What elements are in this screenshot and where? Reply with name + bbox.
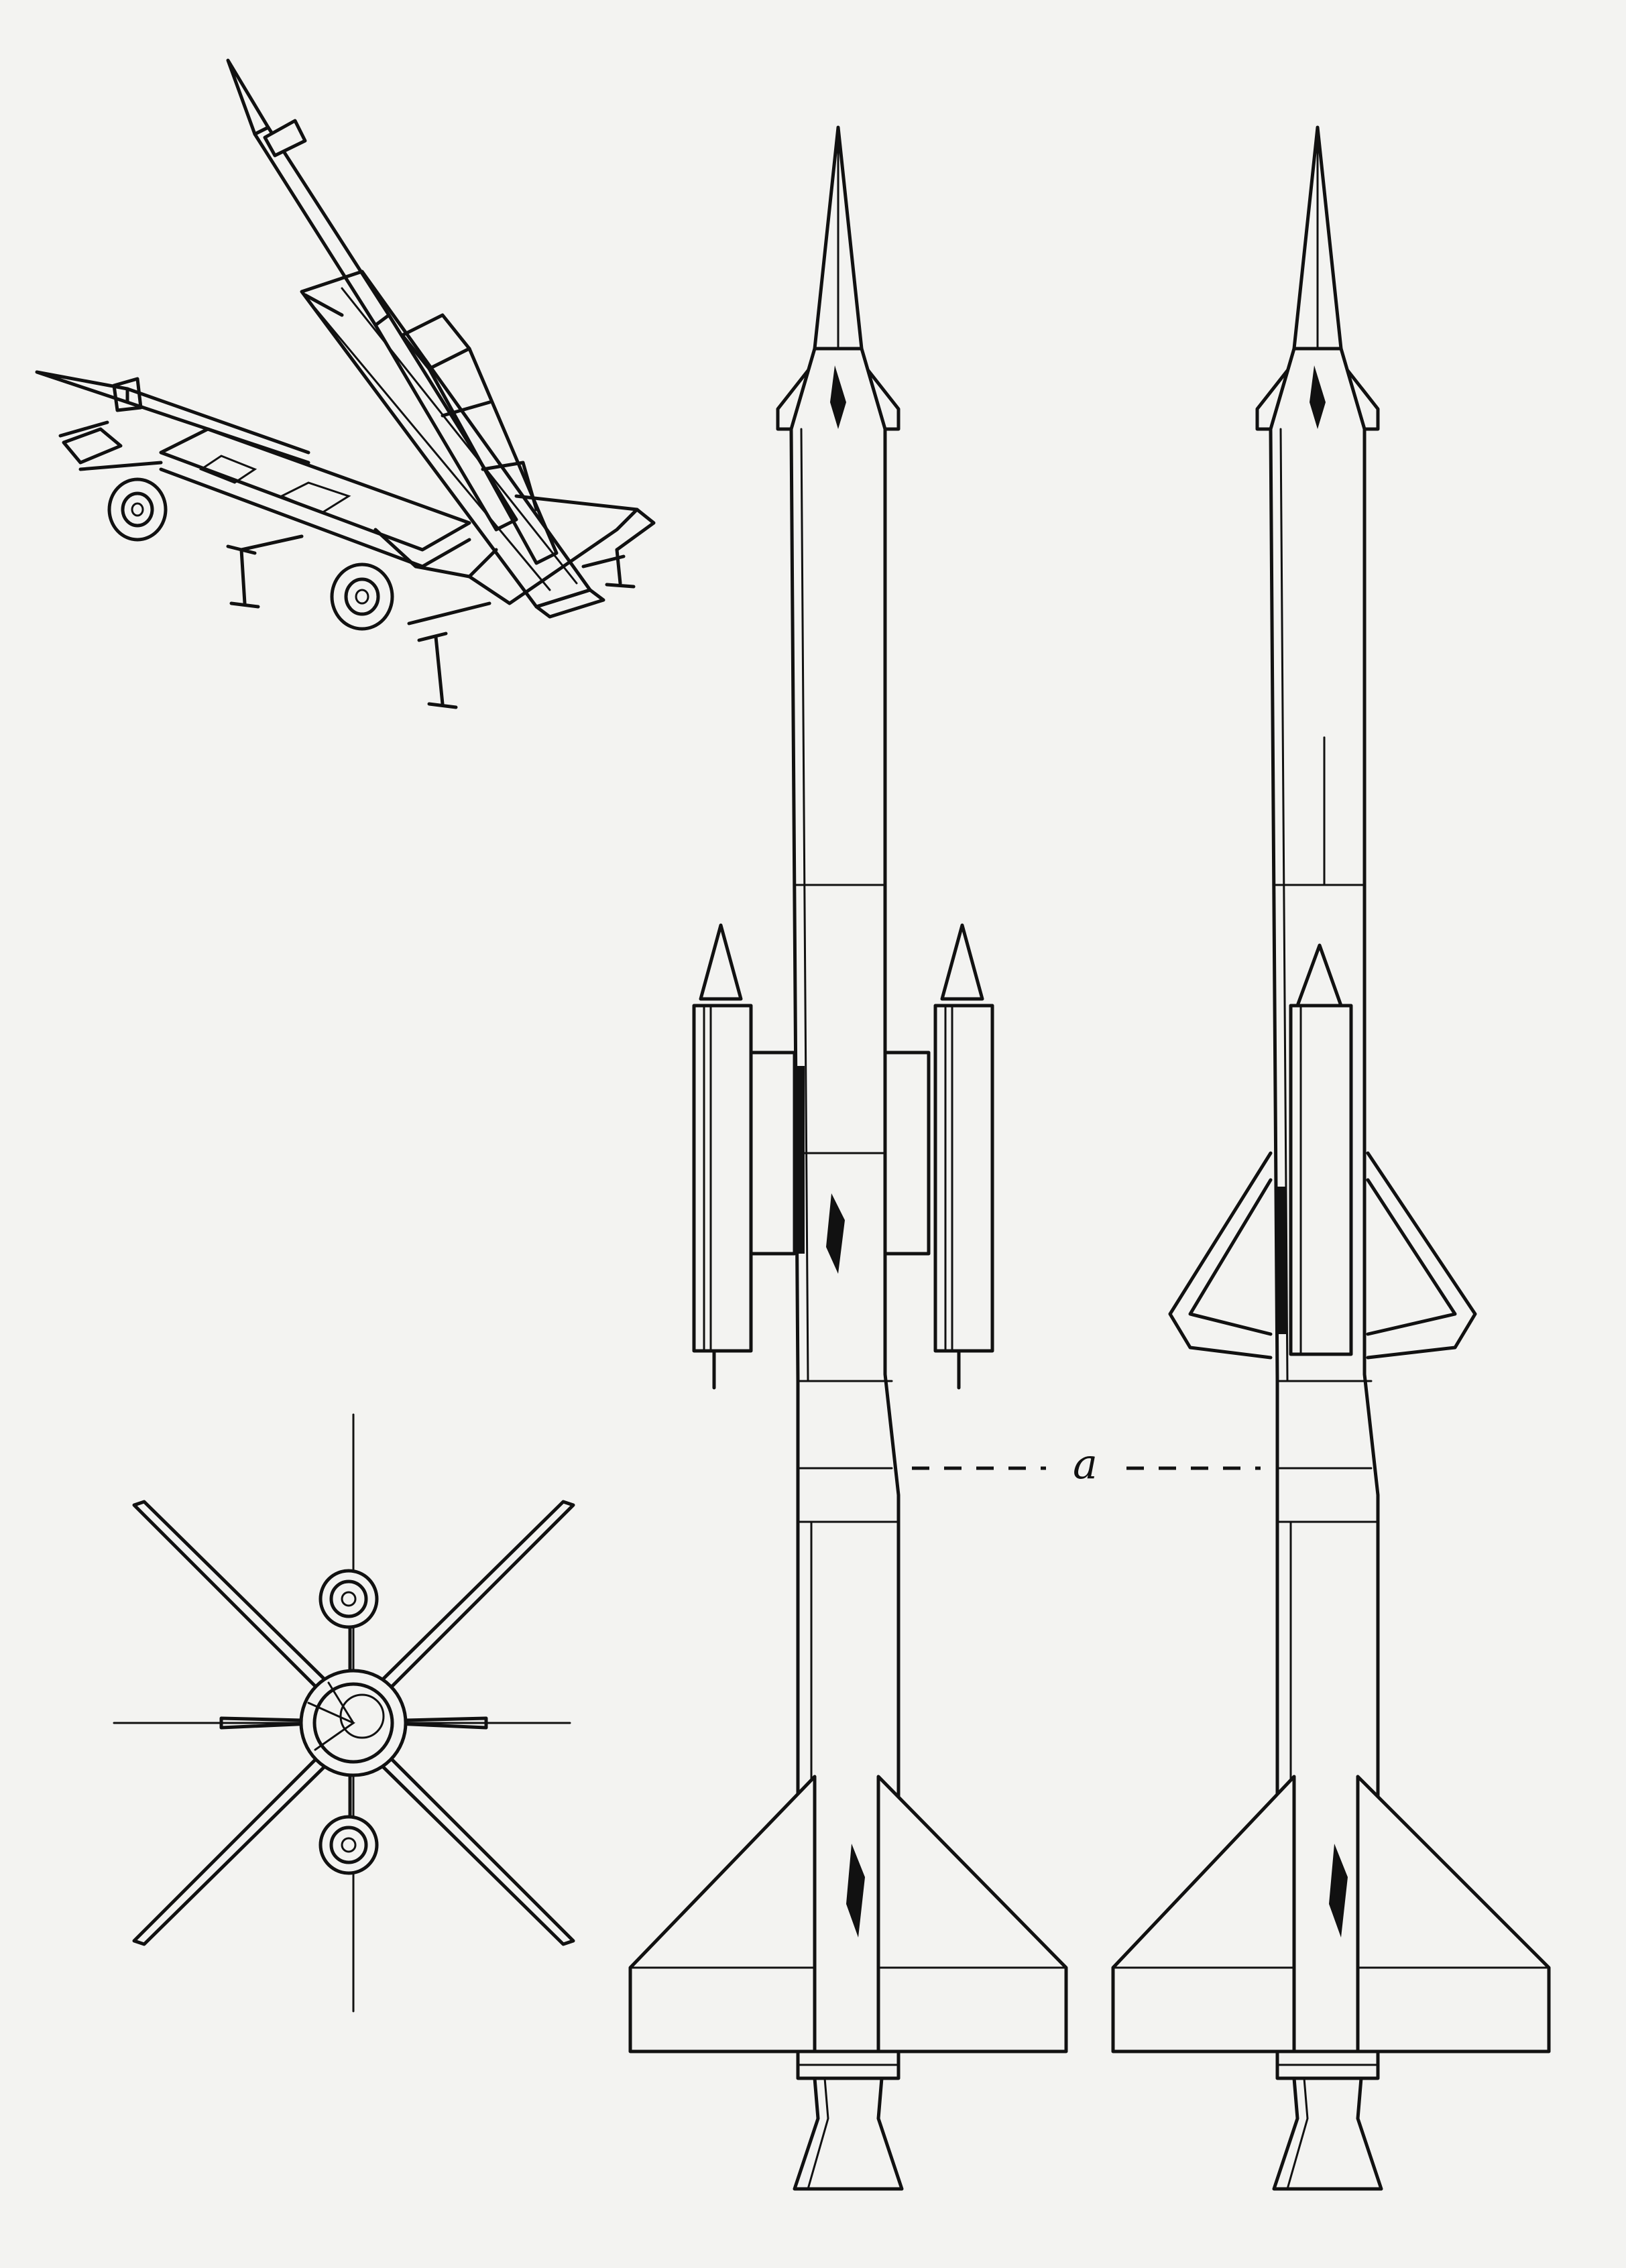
outrigger-jacks (226, 544, 636, 709)
trailer-wheel-left (107, 477, 168, 542)
missile-1-booster-right (933, 923, 994, 1390)
launcher-rail-frame (300, 270, 605, 619)
dimension-label-a: a (1073, 1439, 1098, 1488)
rear-view-booster-top (318, 1569, 379, 1629)
missile-side-view-with-boosters (628, 125, 1068, 2191)
missile-2-booster-struts (1168, 1151, 1477, 1360)
dimension-a: a (912, 1439, 1261, 1488)
missile-side-view-booster-profile (1111, 125, 1551, 2191)
missile-1-booster-mount-left (749, 1051, 797, 1256)
rear-view-body (299, 1669, 408, 1777)
rear-view-fins (132, 1500, 575, 1946)
missile-2-nozzle (1272, 2049, 1383, 2191)
rear-view-booster-bottom (318, 1815, 379, 1875)
missile-2-tail-fin-right (1356, 1775, 1551, 2053)
trailer-chassis (78, 427, 656, 625)
trailer-wheel-right (330, 562, 394, 631)
missile-1-booster-left (692, 923, 753, 1390)
rear-end-view (113, 1413, 575, 2013)
launcher-perspective-view (35, 58, 656, 709)
missile-1-booster-mount-right (883, 1051, 931, 1256)
missile-1-nozzle (793, 2049, 904, 2191)
missile-2-booster-profile (1289, 943, 1353, 1356)
missile-1-tail-fin-right (876, 1775, 1068, 2053)
missile-2-tail-fin-left (1111, 1775, 1296, 2053)
missile-1-tail-fin-left (628, 1775, 817, 2053)
